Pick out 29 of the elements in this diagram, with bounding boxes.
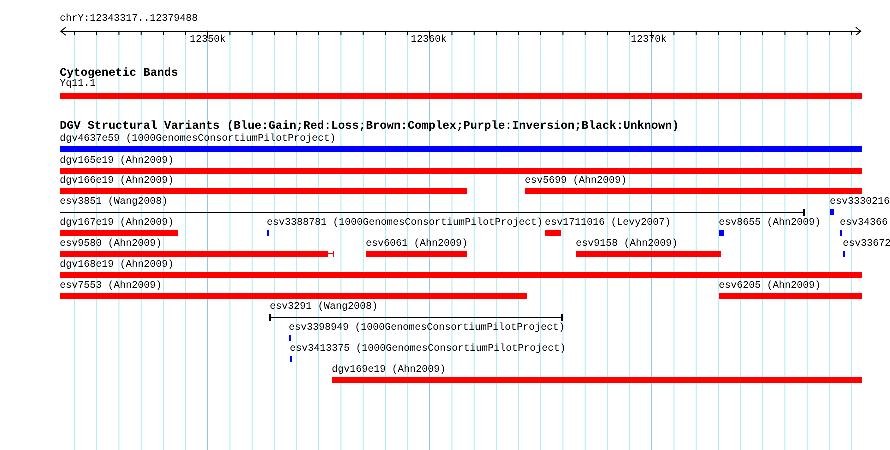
feature-label: esv3291 (Wang2008) [270, 302, 378, 314]
feature-label: esv5699 (Ahn2009) [525, 176, 628, 188]
tick-label: 12350k [190, 35, 226, 47]
tick-label: 12370k [631, 35, 668, 47]
feature-label: esv33672 [843, 239, 890, 251]
feature-label: dgv168e19 (Ahn2009) [60, 260, 174, 272]
feature-label: esv3851 (Wang2008) [60, 197, 168, 209]
feature-label: esv9580 (Ahn2009) [60, 239, 162, 251]
feature-label: esv34366 [840, 218, 888, 230]
feature-label: esv6061 (Ahn2009) [366, 239, 468, 251]
feature-label: esv3413375 (1000GenomesConsortiumPilotProject) [290, 344, 566, 356]
feature-label: esv8655 (Ahn2009) [719, 218, 822, 230]
track-heading: DGV Structural Variants (Blue:Gain;Red:Loss;Brown:Complex;Purple:Inversion;Black:Unknown) [60, 121, 680, 133]
feature-label: dgv167e19 (Ahn2009) [60, 218, 174, 230]
tick-label: 12360k [411, 35, 448, 47]
track-heading: Cytogenetic Bands [60, 68, 178, 80]
feature-label: esv6205 (Ahn2009) [719, 281, 822, 293]
feature-label: esv1711016 (Levy2007) [545, 218, 672, 230]
feature-label: dgv166e19 (Ahn2009) [60, 176, 174, 188]
feature-label: esv3330216 [830, 197, 890, 209]
feature-label: esv3398949 (1000GenomesConsortiumPilotProject) [289, 323, 566, 335]
feature-label: dgv169e19 (Ahn2009) [332, 365, 446, 377]
band-label: Yq11.1 [60, 79, 96, 91]
feature-label: esv7553 (Ahn2009) [60, 281, 162, 293]
feature-label: dgv165e19 (Ahn2009) [60, 156, 174, 168]
region-label: chrY:12343317..12379488 [60, 14, 198, 26]
feature-label: dgv4637e59 (1000GenomesConsortiumPilotProject) [60, 134, 336, 146]
feature-label: esv3388781 (1000GenomesConsortiumPilotProject) [267, 218, 544, 230]
feature-label: esv9158 (Ahn2009) [576, 239, 678, 251]
